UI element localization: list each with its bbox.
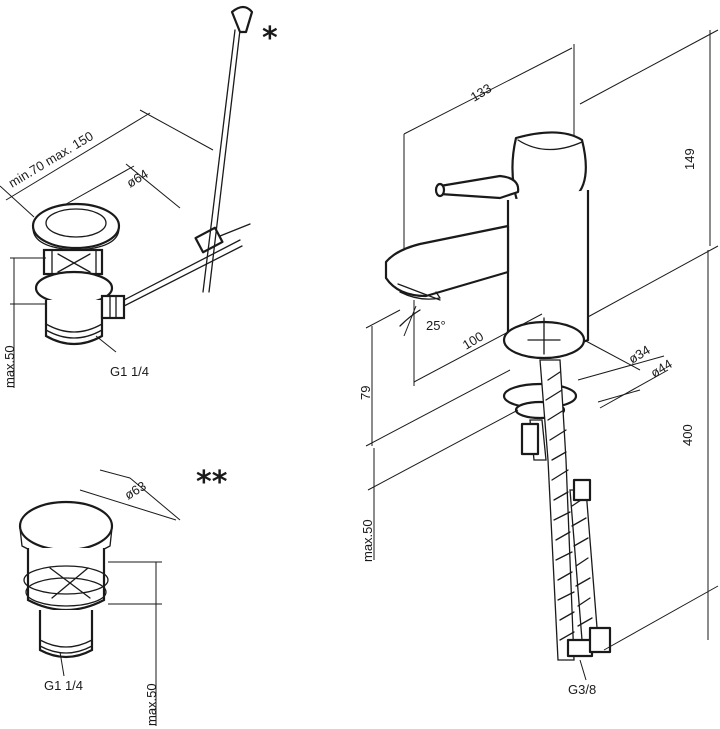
popup-height-label: max.50 — [2, 345, 17, 388]
click-height-label: max.50 — [144, 683, 159, 726]
mixer-hose-length-label: 400 — [680, 424, 695, 446]
mixer-reach-label: 100 — [460, 329, 486, 353]
mixer-height-label: 149 — [682, 148, 697, 170]
click-marker: ** — [196, 465, 228, 500]
click-clack-waste-drawing: ø63 max.50 G1 1/4 ** — [18, 465, 228, 726]
mixer-spout-height-label: 79 — [358, 386, 373, 400]
popup-thread-label: G1 1/4 — [110, 364, 149, 379]
mixer-drawing: 133 149 25° 100 ø34 ø44 — [358, 29, 719, 697]
mixer-deck-label: max.50 — [360, 519, 375, 562]
mixer-base-diameter-label: ø34 — [626, 342, 653, 366]
popup-waste-drawing: min.70 max. 150 ø64 — [0, 5, 278, 388]
mixer-angle-label: 25° — [426, 318, 446, 333]
click-thread-label: G1 1/4 — [44, 678, 83, 693]
popup-range-label: min.70 max. 150 — [6, 128, 96, 190]
click-diameter-label: ø63 — [122, 478, 149, 502]
mixer-length-label: 133 — [468, 81, 494, 105]
popup-marker: * — [262, 21, 278, 56]
mixer-hose-thread-label: G3/8 — [568, 682, 596, 697]
